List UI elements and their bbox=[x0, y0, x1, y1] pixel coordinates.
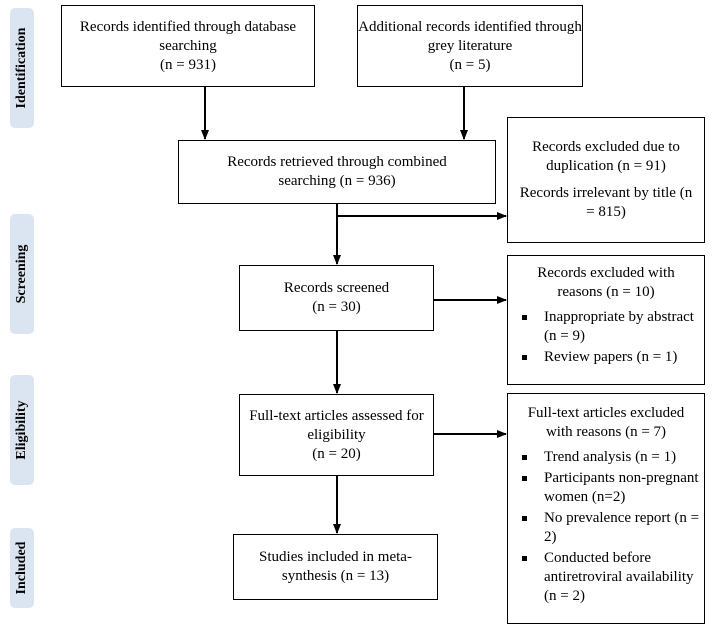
fulltext-excluded-item: No prevalence report (n = 2) bbox=[508, 509, 704, 547]
phase-identification: Identification bbox=[10, 8, 34, 128]
studies-included-text: Studies included in meta-synthesis (n = … bbox=[259, 549, 412, 584]
database-records-count: (n = 931) bbox=[160, 56, 216, 73]
box-grey-literature: Additional records identified through gr… bbox=[357, 5, 583, 87]
irrelevant-title-text: Records irrelevant by title (n = 815) bbox=[519, 185, 693, 220]
fulltext-excluded-item: Conducted before antiretroviral availabi… bbox=[508, 549, 704, 606]
fulltext-assessed-text: Full-text articles assessed for eligibil… bbox=[249, 407, 424, 443]
box-studies-included: Studies included in meta-synthesis (n = … bbox=[233, 534, 438, 600]
fulltext-excluded-list: Trend analysis (n = 1) Participants non-… bbox=[508, 448, 704, 608]
fulltext-excluded-item: Participants non-pregnant women (n=2) bbox=[508, 469, 704, 507]
fulltext-excluded-title: Full-text articles excluded with reasons… bbox=[527, 405, 685, 440]
box-fulltext-excluded: Full-text articles excluded with reasons… bbox=[507, 393, 705, 624]
excluded-reason-item: Inappropriate by abstract (n = 9) bbox=[508, 308, 704, 346]
excluded-reasons-list: Inappropriate by abstract (n = 9) Review… bbox=[508, 308, 704, 369]
excluded-duplicates-text: Records excluded due to duplication (n =… bbox=[532, 139, 680, 174]
excluded-reasons-title: Records excluded with reasons (n = 10) bbox=[537, 265, 675, 300]
phase-included: Included bbox=[10, 528, 34, 608]
box-combined-search: Records retrieved through combined searc… bbox=[178, 140, 496, 204]
box-excluded-duplicates: Records excluded due to duplication (n =… bbox=[507, 117, 705, 243]
phase-eligibility: Eligibility bbox=[10, 375, 34, 485]
fulltext-assessed-count: (n = 20) bbox=[312, 445, 361, 462]
box-excluded-reasons: Records excluded with reasons (n = 10) I… bbox=[507, 255, 705, 385]
excluded-reason-item: Review papers (n = 1) bbox=[508, 348, 704, 367]
box-records-screened: Records screened (n = 30) bbox=[239, 265, 434, 331]
phase-screening: Screening bbox=[10, 214, 34, 334]
records-screened-text: Records screened bbox=[283, 280, 390, 296]
records-screened-count: (n = 30) bbox=[312, 299, 361, 315]
box-database-records: Records identified through database sear… bbox=[61, 5, 315, 87]
box-fulltext-assessed: Full-text articles assessed for eligibil… bbox=[239, 394, 434, 476]
grey-literature-text: Additional records identified through gr… bbox=[358, 18, 582, 54]
database-records-text: Records identified through database sear… bbox=[79, 18, 297, 54]
combined-search-text: Records retrieved through combined searc… bbox=[227, 154, 447, 189]
grey-literature-count: (n = 5) bbox=[449, 56, 491, 73]
fulltext-excluded-item: Trend analysis (n = 1) bbox=[508, 448, 704, 467]
